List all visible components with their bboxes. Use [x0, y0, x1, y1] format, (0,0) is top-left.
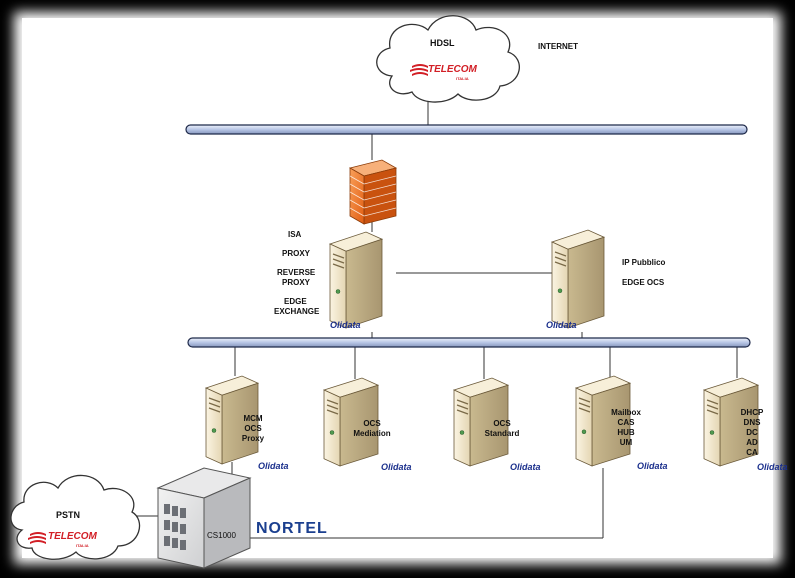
- edge-label-1: IP Pubblico: [622, 258, 666, 267]
- standard-label-2: Standard: [484, 429, 520, 438]
- mediation-label-2: Mediation: [353, 429, 391, 438]
- edge-label-2: EDGE OCS: [622, 278, 665, 287]
- isa-label-2: PROXY: [282, 249, 311, 258]
- server-standard: [452, 377, 510, 467]
- dhcp-label-1: DHCP: [740, 408, 764, 417]
- telecom-brand-hdsl: TELECOM: [428, 64, 477, 75]
- mcm-label-1: MCM: [243, 414, 263, 423]
- olidata-standard: Olidata: [510, 462, 541, 472]
- hdsl-cloud: [376, 15, 520, 103]
- server-mediation: [322, 377, 380, 467]
- telecom-logo-pstn: [28, 532, 46, 544]
- servers-layer: [204, 229, 760, 467]
- dhcp-label-4: AD: [746, 438, 758, 447]
- server-mcm: [204, 375, 260, 465]
- olidata-mcm: Olidata: [258, 461, 289, 471]
- olidata-edge: Olidata: [546, 320, 577, 330]
- olidata-isa: Olidata: [330, 320, 361, 330]
- dhcp-label-5: CA: [746, 448, 758, 457]
- mailbox-label-1: Mailbox: [611, 408, 641, 417]
- isa-label-5: EDGE: [284, 297, 307, 306]
- telecom-brand-pstn: TELECOM: [48, 531, 97, 542]
- standard-label-1: OCS: [493, 419, 511, 428]
- connection-lines: [132, 96, 738, 539]
- olidata-mediation: Olidata: [381, 462, 412, 472]
- olidata-dhcp: Olidata: [757, 462, 788, 472]
- isa-label-6: EXCHANGE: [274, 307, 320, 316]
- dhcp-label-3: DC: [746, 428, 758, 437]
- hdsl-label: HDSL: [430, 38, 455, 48]
- mailbox-label-3: HUB: [617, 428, 635, 437]
- lan-bus: [187, 337, 751, 348]
- cs1000-label: CS1000: [207, 531, 236, 540]
- telecom-logo-hdsl: [410, 64, 428, 76]
- mailbox-label-2: CAS: [617, 418, 635, 427]
- isa-label-3: REVERSE: [277, 268, 316, 277]
- pstn-label: PSTN: [56, 510, 81, 520]
- isa-label-4: PROXY: [282, 278, 311, 287]
- server-edge: [550, 229, 606, 329]
- dhcp-label-2: DNS: [743, 418, 761, 427]
- telecom-sub-hdsl: ITALIA: [456, 76, 469, 81]
- olidata-mailbox: Olidata: [637, 461, 668, 471]
- internet-bus: [185, 124, 748, 135]
- mediation-label-1: OCS: [363, 419, 381, 428]
- server-isa: [328, 231, 384, 329]
- mailbox-label-4: UM: [619, 438, 633, 447]
- mcm-label-2: OCS: [244, 424, 262, 433]
- internet-label: INTERNET: [538, 42, 578, 51]
- server-dhcp: [702, 377, 760, 467]
- firewall-icon: [348, 159, 398, 225]
- server-mailbox: [574, 375, 632, 467]
- cs1000-pbx: [156, 467, 252, 569]
- nortel-logo: NORTEL: [256, 520, 328, 537]
- telecom-sub-pstn: ITALIA: [76, 543, 89, 548]
- mcm-label-3: Proxy: [241, 434, 265, 443]
- isa-label-1: ISA: [288, 230, 302, 239]
